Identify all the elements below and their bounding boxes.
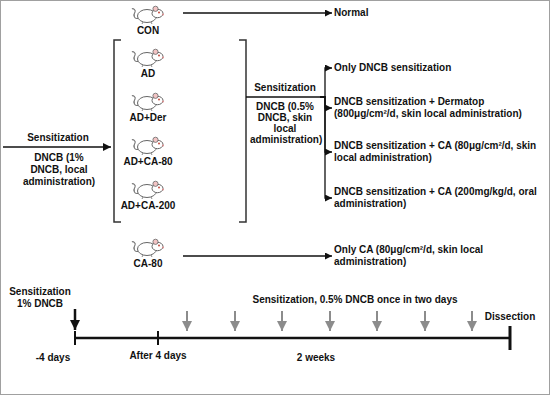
mouse-icon [131,134,165,156]
mouse-eye [158,12,160,14]
group-mouse: AD+CA-200 [113,178,183,212]
annotation-label: Dissection [478,311,542,323]
node-heading: Only DNCB sensitization [334,62,545,74]
annotation-label: Sensitization 1% DNCB [4,286,76,310]
node-heading: Normal [334,7,545,19]
group-mouse: AD+CA-80 [113,134,183,168]
annotation-label: -4 days [22,352,84,364]
mouse-ear [153,239,158,244]
node-heading: CON [113,25,183,37]
outcome-text: DNCB sensitization + CA (200mg/kg/d, ora… [334,186,545,210]
mouse-nose [162,101,164,103]
mouse-icon [131,178,165,200]
sensitization-marker [376,311,378,331]
node-heading: DNCB sensitization + Dermatop (800μg/cm²… [334,96,545,120]
mouse-nose [162,145,164,147]
timeline-tick [74,331,76,345]
node-heading: DNCB sensitization + CA (80μg/cm²/d, ski… [334,140,545,164]
mouse-nose [162,247,164,249]
mouse-nose [162,14,164,16]
mouse-eye [158,245,160,247]
group-bracket [114,40,121,222]
mouse-feet [142,65,152,67]
treatment-block: SensitizationDNCB (0.5% DNCB, skin local… [250,82,320,145]
connector-arrow [320,68,332,97]
annotation-label: 2 weeks [280,352,352,364]
mouse-eye [158,55,160,57]
connector-arrow [320,97,332,108]
node-heading: AD+CA-80 [113,156,183,168]
mouse-feet [142,255,152,257]
connector-arrow [320,97,332,152]
outcome-text: DNCB sensitization + CA (80μg/cm²/d, ski… [334,140,545,164]
sensitization-marker [329,311,331,331]
mouse-eye [158,99,160,101]
timeline-axis [75,337,510,340]
sensitization-markers [187,311,472,331]
mouse-ear [153,93,158,98]
node-heading: AD [113,68,183,80]
mouse-feet [142,109,152,111]
annotation-label: Sensitization, 0.5% DNCB once in two day… [210,294,500,306]
sensitization-arrow [3,146,111,147]
annotation-label: DNCB (1% DNCB, local administration) [18,152,100,188]
mouse-icon [131,3,165,25]
sensitization-marker [186,311,188,331]
group-bracket [239,40,246,222]
timeline-tick [157,331,159,345]
group-mouse: CA-80 [113,236,183,270]
mouse-ear [153,6,158,11]
mouse-icon [131,46,165,68]
mouse-ear [153,49,158,54]
annotation-label: After 4 days [116,350,200,362]
group-mouse: AD+Der [113,90,183,124]
outcome-text: DNCB sensitization + Dermatop (800μg/cm²… [334,96,545,120]
mouse-nose [162,57,164,59]
node-heading: DNCB sensitization + CA (200mg/kg/d, ora… [334,186,545,210]
mouse-eye [158,143,160,145]
node-body: DNCB (0.5% DNCB, skin local administrati… [250,101,320,145]
mouse-icon [131,90,165,112]
group-mouse: CON [113,3,183,37]
mouse-feet [142,153,152,155]
node-heading: AD+CA-200 [113,200,183,212]
node-heading: AD+Der [113,112,183,124]
outcome-text: Only CA (80μg/cm²/d, skin local administ… [334,244,545,268]
mouse-feet [142,22,152,24]
node-heading: Sensitization [250,82,320,93]
mouse-feet [142,197,152,199]
connector-arrow [320,97,332,198]
group-mouse: AD [113,46,183,80]
mouse-icon [131,236,165,258]
sensitization-marker [424,311,426,331]
node-heading: CA-80 [113,258,183,270]
sensitization-marker [471,311,473,331]
annotation-label: Sensitization [3,132,113,144]
sensitization-marker [74,309,77,330]
sensitization-marker [234,311,236,331]
node-heading: Only CA (80μg/cm²/d, skin local administ… [334,244,545,268]
outcome-text: Only DNCB sensitization [334,62,545,74]
mouse-ear [153,137,158,142]
mouse-eye [158,187,160,189]
connector-arrow [183,12,332,13]
mouse-ear [153,181,158,186]
outcome-text: Normal [334,7,545,19]
timeline-end [509,326,512,350]
mouse-nose [162,189,164,191]
sensitization-marker [281,311,283,331]
connector-arrow [183,255,332,256]
sensitization-line [246,96,320,97]
